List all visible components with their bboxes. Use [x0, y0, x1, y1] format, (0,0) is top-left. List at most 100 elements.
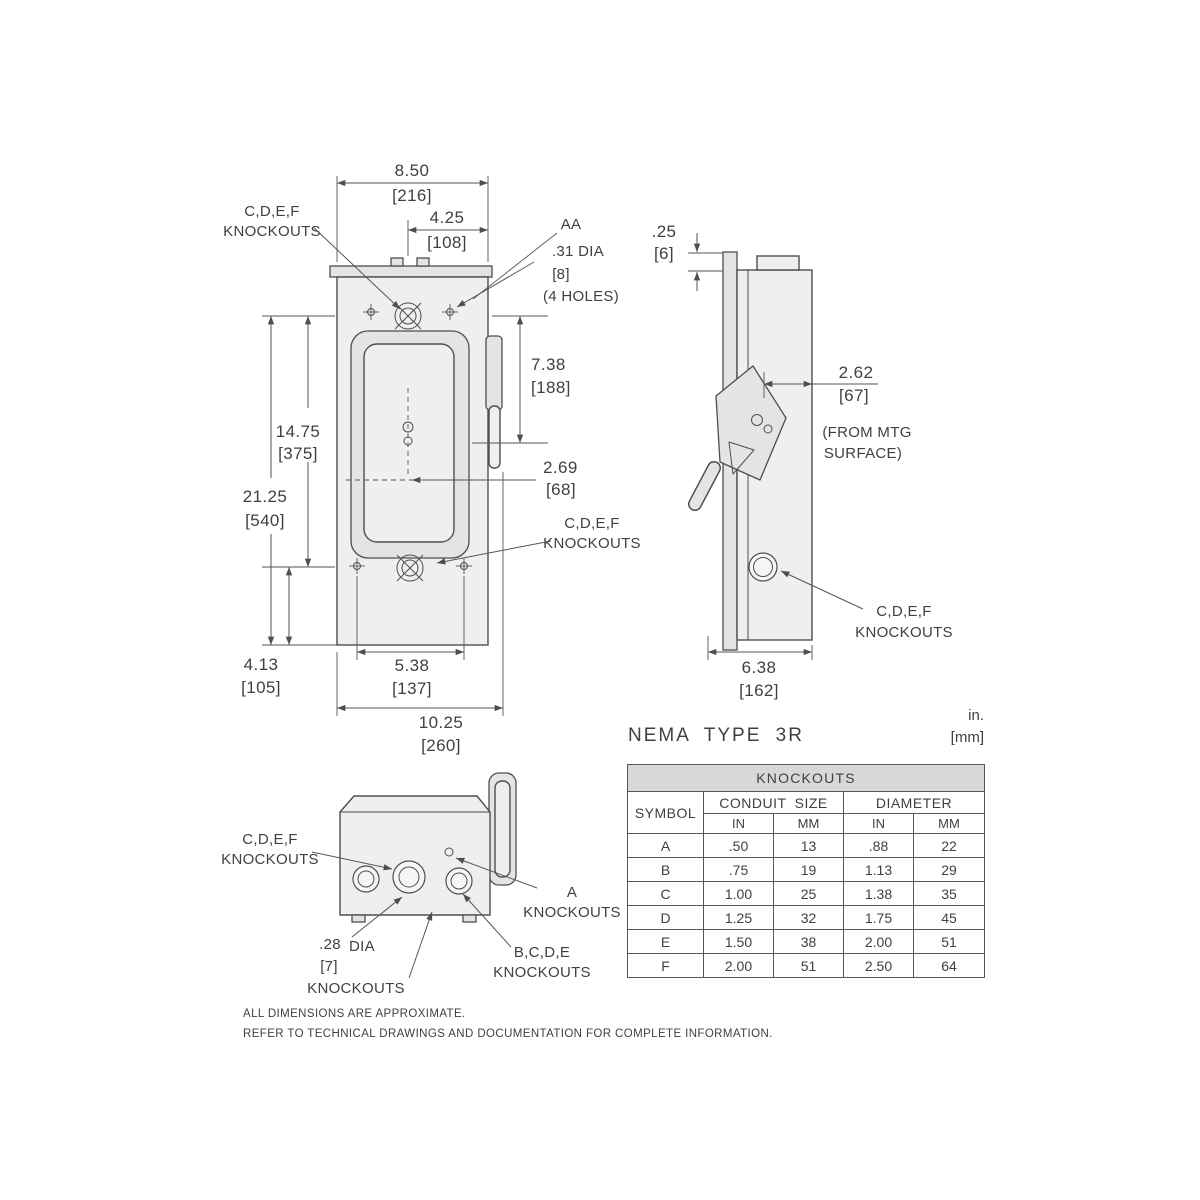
- bottom-knockout-middle: [392, 860, 426, 894]
- table-title: KNOCKOUTS: [626, 764, 986, 792]
- bottom-labels: C,D,E,F KNOCKOUTS .28 DIA [7] KNOCKOUTS …: [221, 831, 621, 997]
- footer-notes: ALL DIMENSIONS ARE APPROXIMATE. REFER TO…: [243, 1004, 773, 1044]
- front-top-knockouts-label-1: C,D,E,F: [244, 203, 299, 220]
- col-dia-mm: MM: [912, 813, 986, 834]
- cell-D-conduit_mm: 32: [773, 905, 844, 930]
- side-dim-025-mm: [6]: [654, 244, 674, 263]
- front-top-knockout-symbol: [394, 302, 422, 330]
- front-hole-dia-mm: [8]: [552, 266, 570, 283]
- col-conduit-size: CONDUIT SIZE: [703, 791, 844, 814]
- front-dim-269-mm: [68]: [546, 480, 576, 499]
- units-mm: [mm]: [950, 729, 984, 746]
- front-top-knockouts-label-2: KNOCKOUTS: [223, 223, 321, 240]
- front-dim-538-in: 5.38: [395, 656, 430, 675]
- cell-F-conduit_in: 2.00: [703, 953, 774, 978]
- cell-B-conduit_in: .75: [703, 857, 774, 882]
- knockouts-table-section: NEMA TYPE 3R in. [mm] KNOCKOUTS SYMBOL C…: [626, 703, 987, 1003]
- col-conduit-in: IN: [703, 813, 774, 834]
- cell-E-conduit_mm: 38: [773, 929, 844, 954]
- front-dim-half-in: 4.25: [430, 208, 465, 227]
- front-dim-738-in: 7.38: [531, 355, 566, 374]
- cell-D-dia_in: 1.75: [843, 905, 914, 930]
- bottom-a-knockouts-label: KNOCKOUTS: [523, 904, 621, 921]
- side-dimensions: .25 [6] 2.62 [67] (FROM MTG SURFACE) C,D…: [652, 222, 953, 700]
- bottom-knockouts-label: KNOCKOUTS: [307, 980, 405, 997]
- front-dim-538-mm: [137]: [392, 679, 432, 698]
- bottom-knockout-left: [352, 865, 380, 893]
- bottom-cdef-label-1: C,D,E,F: [242, 831, 297, 848]
- cell-E-dia_mm: 51: [912, 929, 986, 954]
- cell-A-symbol: A: [627, 833, 704, 858]
- front-dim-1025-mm: [260]: [421, 736, 461, 755]
- bottom-bcde-knockouts-label: KNOCKOUTS: [493, 964, 591, 981]
- front-hole-dia-in: .31 DIA: [552, 243, 604, 260]
- front-dim-1475-mm: [375]: [278, 444, 318, 463]
- front-hole-count: (4 HOLES): [543, 288, 619, 305]
- cell-F-conduit_mm: 51: [773, 953, 844, 978]
- units-in: in.: [968, 707, 984, 724]
- bottom-bcde-label: B,C,D,E: [514, 944, 570, 961]
- cell-F-symbol: F: [627, 953, 704, 978]
- front-dim-269-in: 2.69: [543, 458, 578, 477]
- cell-E-symbol: E: [627, 929, 704, 954]
- bottom-a-label: A: [567, 884, 577, 901]
- bottom-dia-label: DIA: [349, 938, 375, 955]
- bottom-knockout-right: [445, 867, 473, 895]
- col-diameter: DIAMETER: [842, 791, 986, 814]
- side-knockouts-label-2: KNOCKOUTS: [855, 624, 953, 641]
- side-knockout: [748, 552, 778, 582]
- front-dim-738-mm: [188]: [531, 378, 571, 397]
- front-dim-1475-in: 14.75: [276, 422, 321, 441]
- bottom-view: [339, 772, 517, 923]
- cell-B-symbol: B: [627, 857, 704, 882]
- front-dimensions: 8.50 [216] 4.25 [108] C,D,E,F KNOCKOUTS …: [223, 161, 641, 755]
- cell-C-conduit_in: 1.00: [703, 881, 774, 906]
- front-dim-2125-mm: [540]: [245, 511, 285, 530]
- front-dim-width-in: 8.50: [395, 161, 430, 180]
- front-dim-2125-in: 21.25: [243, 487, 288, 506]
- side-from-mtg-line1: (FROM MTG: [822, 424, 911, 441]
- front-bottom-knockouts-label-2: KNOCKOUTS: [543, 535, 641, 552]
- side-dim-638-in: 6.38: [742, 658, 777, 677]
- front-top-mounting-holes: [363, 304, 458, 320]
- front-bottom-mounting-holes: [349, 558, 472, 574]
- side-dim-025-in: .25: [652, 222, 677, 241]
- side-from-mtg-line2: SURFACE): [824, 445, 902, 462]
- bottom-a-knockout-hole: [444, 847, 454, 857]
- cell-F-dia_mm: 64: [912, 953, 986, 978]
- cell-D-symbol: D: [627, 905, 704, 930]
- cell-B-conduit_mm: 19: [773, 857, 844, 882]
- front-dim-width-mm: [216]: [392, 186, 432, 205]
- side-dim-262-in: 2.62: [839, 363, 874, 382]
- footer-line1: ALL DIMENSIONS ARE APPROXIMATE.: [243, 1008, 466, 1020]
- side-view: [688, 251, 813, 651]
- cell-A-conduit_mm: 13: [773, 833, 844, 858]
- front-aa-label: AA: [561, 216, 582, 233]
- nema-type-label: NEMA TYPE 3R: [628, 725, 804, 746]
- cell-B-dia_in: 1.13: [843, 857, 914, 882]
- cell-E-dia_in: 2.00: [843, 929, 914, 954]
- bottom-cdef-label-2: KNOCKOUTS: [221, 851, 319, 868]
- cell-E-conduit_in: 1.50: [703, 929, 774, 954]
- front-dim-1025-in: 10.25: [419, 713, 464, 732]
- col-conduit-mm: MM: [773, 813, 844, 834]
- cell-B-dia_mm: 29: [912, 857, 986, 882]
- cell-A-dia_mm: 22: [912, 833, 986, 858]
- cell-A-conduit_in: .50: [703, 833, 774, 858]
- cell-C-dia_in: 1.38: [843, 881, 914, 906]
- side-dim-262-mm: [67]: [839, 386, 869, 405]
- side-handle-assembly: [688, 365, 787, 511]
- side-dim-638-mm: [162]: [739, 681, 779, 700]
- units-note: in. [mm]: [951, 705, 984, 749]
- front-bottom-knockout-symbol: [396, 554, 424, 582]
- front-dim-413-in: 4.13: [244, 655, 279, 674]
- bottom-dia-mm: [7]: [320, 958, 338, 975]
- cell-C-conduit_mm: 25: [773, 881, 844, 906]
